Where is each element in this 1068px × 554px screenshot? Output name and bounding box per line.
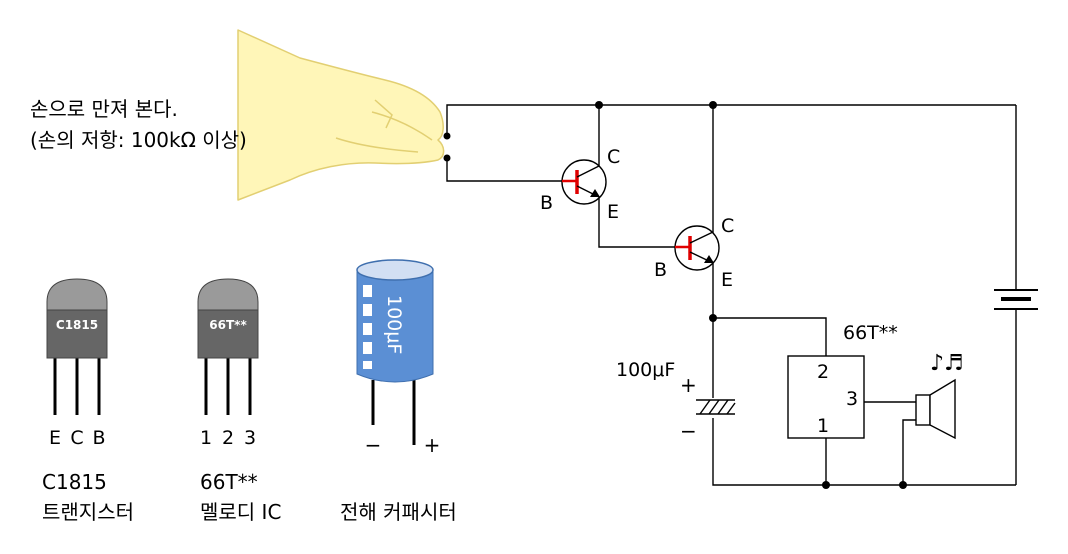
circuit-wires [446, 104, 1017, 486]
transistor-1-base-label: B [540, 192, 553, 214]
speaker-symbol [915, 378, 956, 440]
capacitor-polarity-stripe [363, 304, 372, 316]
transistor-1-collector-lead [576, 165, 600, 178]
speaker-magnet [915, 394, 931, 426]
speaker-return-wire [902, 419, 916, 485]
melody-ic-desc: 멜로디 IC [200, 500, 281, 524]
melody-ic-pin-label-1: 1 [200, 427, 212, 449]
capacitor-value-label: 100μF [616, 359, 675, 381]
transistor-1-collector-label: C [607, 146, 620, 168]
music-note-icon: ♪♬ [930, 351, 964, 376]
hand-shape [237, 29, 445, 201]
c1815-part-illustration [46, 278, 108, 415]
capacitor-part-illustration [356, 259, 434, 445]
capacitor-polarity-stripe [363, 342, 372, 354]
touch-contact-top [443, 132, 451, 140]
melody-ic-body-text: 66T** [209, 318, 247, 332]
capacitor-hatch [699, 399, 711, 415]
c1815-pin-label-b: B [92, 427, 105, 449]
capacitor-body-text: 100μF [383, 295, 405, 354]
ic-pin2-wire [713, 317, 827, 356]
junction-dot [899, 481, 907, 489]
capacitor-polarity-stripe [363, 323, 372, 335]
transistor-2-collector-lead [689, 231, 714, 244]
melody-ic-body [197, 309, 259, 359]
melody-ic-pin-label-3: 3 [244, 427, 256, 449]
note-line-2: (손의 저항: 100kΩ 이상) [30, 128, 247, 152]
transistor-2-collector-label: C [721, 215, 734, 237]
capacitor-minus-sign: − [680, 419, 697, 443]
transistor-2-base-label: B [654, 259, 667, 281]
junction-dot [822, 481, 830, 489]
transistor-2-emitter-arrow [704, 255, 714, 263]
top-rail-wire [446, 104, 1016, 135]
c1815-body-text: C1815 [56, 318, 98, 332]
capacitor-hatch [708, 399, 720, 415]
hand-finger-line [371, 111, 433, 141]
transistor-1-emitter-arrow [590, 189, 600, 197]
ic-pin-3-label: 3 [846, 388, 858, 410]
junction-dot [709, 101, 717, 109]
junction-dot [709, 314, 717, 322]
battery-symbol [994, 289, 1038, 310]
melody-ic-cap [197, 278, 259, 313]
capacitor-desc: 전해 커패시터 [340, 500, 457, 524]
capacitor-hatch [726, 402, 736, 415]
hand-knuckle-line [374, 99, 393, 129]
base1-wire [446, 158, 562, 182]
junction-dot [595, 101, 603, 109]
melody-ic-name: 66T** [200, 470, 258, 494]
capacitor-plus-sign: + [680, 373, 697, 397]
c1815-desc: 트랜지스터 [42, 500, 134, 524]
hand-thumb-line [335, 137, 419, 153]
junction-dots [595, 101, 907, 489]
transistor-1-emitter-label: E [607, 201, 619, 223]
capacitor-can [356, 269, 434, 383]
capacitor-polarity-stripe [363, 361, 372, 369]
melody-ic-part-illustration [197, 278, 259, 415]
transistor-2-symbol [674, 225, 720, 271]
transistor-1-symbol [561, 159, 607, 205]
c1815-name: C1815 [42, 470, 107, 494]
hand-illustration [237, 29, 445, 201]
capacitor-top [356, 259, 434, 281]
c1815-pin-label-c: C [70, 427, 83, 449]
capacitor-hatch [717, 399, 729, 415]
melody-ic-pin-label-2: 2 [222, 427, 234, 449]
ic-pin-2-label: 2 [817, 361, 829, 383]
cap-bottom-wire [712, 418, 1016, 486]
touch-contact-bottom [443, 154, 451, 162]
capacitor-symbol [696, 399, 736, 415]
ic-name-label: 66T** [843, 322, 898, 344]
capacitor-plus-label: + [424, 433, 441, 457]
transistor-2-emitter-label: E [721, 269, 733, 291]
c1815-pin-label-e: E [49, 427, 61, 449]
t1-emitter-to-t2-base-wire [598, 196, 675, 248]
capacitor-minus-label: − [365, 433, 382, 457]
ic-box [787, 355, 865, 439]
speaker-cone [929, 378, 956, 440]
note-line-1: 손으로 만져 본다. [30, 97, 178, 121]
ic-pin-1-label: 1 [817, 415, 829, 437]
c1815-cap [46, 278, 108, 313]
c1815-body [46, 309, 108, 359]
capacitor-polarity-stripe [363, 285, 372, 297]
